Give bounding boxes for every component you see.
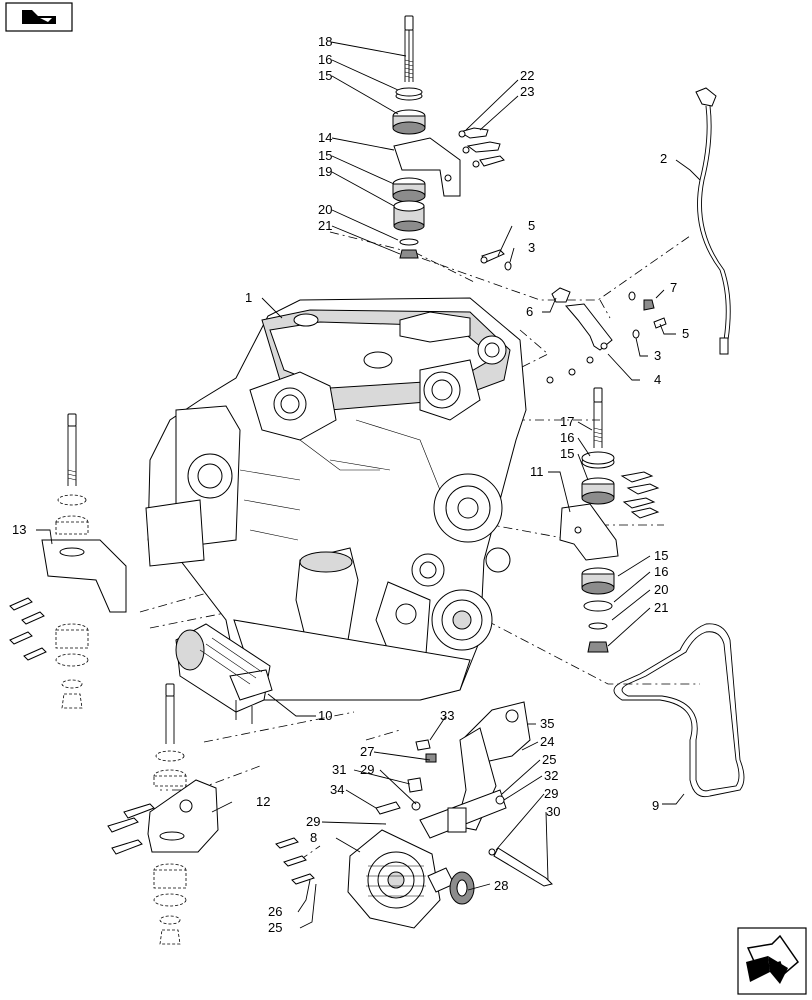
callout-25-bottom: 25: [268, 920, 282, 935]
left-engine-mount-stack: [9, 413, 127, 709]
callout-13: 13: [12, 522, 26, 537]
callout-23: 23: [520, 84, 534, 99]
callout-15-right-a: 15: [560, 446, 574, 461]
callout-27: 27: [360, 744, 374, 759]
callout-4: 4: [654, 372, 661, 387]
callout-30: 30: [546, 804, 560, 819]
callout-8: 8: [310, 830, 317, 845]
drive-belt: [613, 623, 745, 798]
callout-24: 24: [540, 734, 554, 749]
callout-21-right: 21: [654, 600, 668, 615]
callout-15-top-a: 15: [318, 68, 332, 83]
callout-32: 32: [544, 768, 558, 783]
callout-18: 18: [318, 34, 332, 49]
callout-7: 7: [670, 280, 677, 295]
callout-20-top: 20: [318, 202, 332, 217]
alternator-bracket: [375, 701, 553, 887]
callout-9: 9: [652, 798, 659, 813]
callout-3-bottom: 3: [654, 348, 661, 363]
callout-labels: 1 2 3 3 4 5 5 6 7 8 9 10 11 12 13 14 15 …: [12, 34, 689, 935]
callout-20-right: 20: [654, 582, 668, 597]
callout-19: 19: [318, 164, 332, 179]
callout-28: 28: [494, 878, 508, 893]
book-navigation-icon[interactable]: [5, 2, 73, 32]
callout-21-top: 21: [318, 218, 332, 233]
callout-29-left-a: 29: [360, 762, 374, 777]
leader-lines: [36, 41, 701, 929]
alternator: [275, 829, 475, 929]
bracket-assembly: [480, 249, 667, 384]
dipstick-tube: [695, 87, 731, 355]
callout-5-top: 5: [528, 218, 535, 233]
callout-14: 14: [318, 130, 332, 145]
engine-block: [145, 297, 527, 701]
callout-33: 33: [440, 708, 454, 723]
callout-22: 22: [520, 68, 534, 83]
callout-35: 35: [540, 716, 554, 731]
callout-11: 11: [530, 464, 544, 479]
callout-29-left-b: 29: [306, 814, 320, 829]
lower-left-mount-stack: [107, 683, 219, 945]
callout-15-right-b: 15: [654, 548, 668, 563]
starter-motor: [175, 623, 273, 724]
callout-6: 6: [526, 304, 533, 319]
callout-12: 12: [256, 794, 270, 809]
callout-29-right: 29: [544, 786, 558, 801]
right-engine-mount-stack: [559, 387, 660, 653]
top-engine-mount-stack: [392, 15, 505, 259]
callout-5-right: 5: [682, 326, 689, 341]
callout-17: 17: [560, 414, 574, 429]
callout-16-right-b: 16: [654, 564, 668, 579]
next-page-arrow-icon[interactable]: [737, 927, 807, 995]
callout-26: 26: [268, 904, 282, 919]
callout-34: 34: [330, 782, 344, 797]
callout-2: 2: [660, 151, 667, 166]
callout-10: 10: [318, 708, 332, 723]
callout-25-right: 25: [542, 752, 556, 767]
callout-16-top: 16: [318, 52, 332, 67]
callout-16-right-a: 16: [560, 430, 574, 445]
callout-15-top-b: 15: [318, 148, 332, 163]
callout-31: 31: [332, 762, 346, 777]
callout-3-top: 3: [528, 240, 535, 255]
callout-1: 1: [245, 290, 252, 305]
